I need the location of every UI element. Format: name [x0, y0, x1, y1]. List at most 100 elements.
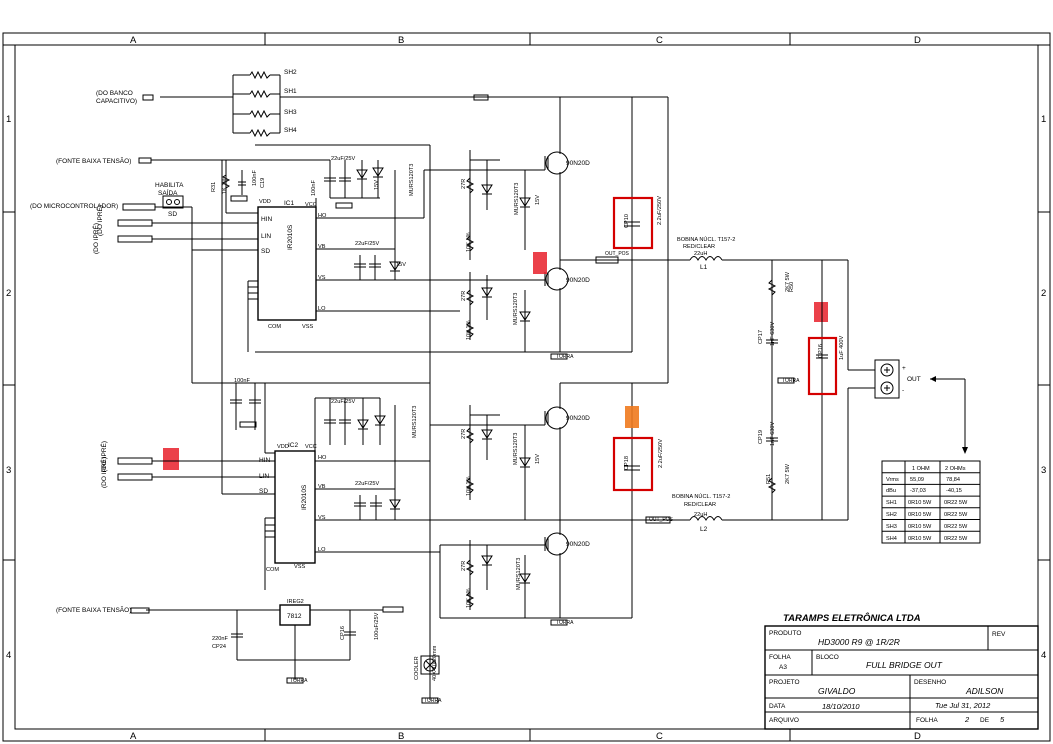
cp10-value: 2.2uF/250V: [657, 196, 663, 225]
tb-sheet-num: 2: [964, 715, 970, 724]
table-cell: 0R10 5W: [908, 536, 932, 542]
cp17-ref: CP17: [758, 330, 764, 344]
ic2-pin-vs: VS: [318, 515, 326, 521]
do-ipre-label-1: (DO IPRÉ): [95, 205, 104, 236]
bobina-2-label: BOBINA NÚCL. T157-2: [672, 493, 730, 500]
torra-tag-1: TORRA: [556, 354, 574, 360]
cp19-ref: CP19: [758, 430, 764, 444]
micro-label: (DO MICROCONTROLADOR): [30, 203, 118, 210]
company-name: TARAMPS ELETRÔNICA LTDA: [783, 612, 921, 624]
row-label-2-right: 2: [1041, 288, 1046, 299]
r31-label: R31: [211, 182, 217, 192]
shunt-sh1: SH1: [284, 88, 297, 95]
banco-label-2: CAPACITIVO): [96, 98, 137, 105]
ireg2-part: 7812: [287, 613, 302, 620]
ic1-block: [191, 198, 460, 352]
table-cell: 78,84: [946, 477, 960, 483]
ic1-pin-com: COM: [268, 324, 281, 330]
ic2-pin-ho: HO: [318, 455, 327, 461]
ic2-part: IR2010S: [301, 484, 308, 510]
title-block-frame: [764, 625, 1039, 730]
table-cell: 0R22 5W: [944, 524, 968, 530]
ic1-dz-a: 15V: [374, 180, 380, 190]
r50-value: 2K7 5W: [785, 271, 791, 292]
power-stage: [255, 96, 680, 655]
tb-folha-size: A3: [779, 664, 787, 671]
row-label-4: 4: [6, 650, 11, 661]
tb-data-value: 18/10/2010: [822, 702, 860, 711]
output-filter: [680, 256, 968, 522]
ic1-pin-hin: HIN: [261, 216, 273, 223]
table-cell: SH1: [886, 500, 897, 506]
tb-bloco-value: FULL BRIDGE OUT: [866, 660, 943, 670]
cp16-value: 1uF 400V: [839, 335, 845, 360]
torra-tag-2: TORRA: [556, 620, 574, 626]
marker-red-1: [533, 252, 547, 274]
table-cell: 0R22 5W: [944, 512, 968, 518]
tb-desenho-value: ADILSON: [965, 686, 1004, 696]
table-cell: 0R22 5W: [944, 500, 968, 506]
mur-q3: MURS120T3: [513, 433, 519, 465]
torra-tag-3: TORRA: [782, 378, 800, 384]
col-label-c-bottom: C: [656, 731, 663, 742]
table-cell: SH2: [886, 512, 897, 518]
ic1-ref: IC1: [284, 200, 295, 207]
tb-print-date: Tue Jul 31, 2012: [935, 701, 991, 710]
cp18-highlight: [612, 436, 654, 492]
tb-desenho-label: DESENHO: [914, 679, 946, 686]
ic2-pin-sd: SD: [259, 488, 268, 495]
r-27r-q3: 27R: [461, 429, 467, 439]
col-label-a-bottom: A: [130, 731, 137, 742]
ic2-cap-100nf: 100nF: [234, 378, 250, 384]
ic1-pin-vdd: VDD: [259, 199, 271, 205]
row-label-2: 2: [6, 288, 11, 299]
row-label-3: 3: [6, 465, 11, 476]
table-header-1ohm: 1 OHM: [912, 466, 930, 472]
tb-projeto-value: GIVALDO: [818, 686, 856, 696]
table-cell: -40,15: [946, 488, 962, 494]
table-cell: 0R10 5W: [908, 500, 932, 506]
sheet-frame: [2, 32, 1051, 742]
bobina-1-label: BOBINA NÚCL. T157-2: [677, 236, 735, 243]
do-ipre-label-2: (DO IPRÉ): [91, 223, 100, 254]
mur-q4: MURS120T3: [516, 558, 522, 590]
ic2-ref: IC2: [288, 442, 299, 449]
dz-q1: 15V: [535, 195, 541, 205]
cp18-value: 2.2uF/250V: [658, 439, 664, 468]
cp18-label: CP18: [624, 456, 630, 470]
tb-rev-label: REV: [992, 631, 1006, 638]
table-cell: Vrms: [886, 477, 899, 483]
row-label-1-right: 1: [1041, 114, 1046, 125]
torra-tag-5: TORRA: [424, 698, 442, 704]
r31-value: 1K 1%: [222, 177, 228, 194]
r-27r-q4: 27R: [461, 561, 467, 571]
tb-produto-label: PRODUTO: [769, 630, 801, 637]
do-ipre-label-3: (DO IPRÉ): [99, 441, 108, 472]
ic1-pin-vb: VB: [318, 244, 326, 250]
q1-part: 90N20D: [566, 160, 590, 167]
dz-q3: 15V: [535, 454, 541, 464]
ic1-pin-lo: LO: [318, 306, 326, 312]
col-label-d: D: [914, 35, 921, 46]
cooler-label-2: 40X40X20mm: [432, 645, 438, 681]
marker-red-2: [814, 302, 828, 322]
cp16-highlight: [807, 336, 838, 396]
ic2-cap-22uf-a: 22uF/25V: [331, 399, 356, 405]
table-cell: dBu: [886, 488, 896, 494]
ic1-part: IR2010S: [287, 224, 294, 250]
mur-q2: MURS120T3: [513, 293, 519, 325]
r-27r-q1: 27R: [461, 179, 467, 189]
out-plus: +: [902, 365, 906, 372]
l2-ref: L2: [700, 526, 708, 533]
out-net-top: OUT_POS: [605, 251, 630, 257]
out-minus: -: [902, 387, 904, 394]
ic2-cap-22uf-b: 22uF/25V: [355, 481, 380, 487]
spec-table: [881, 460, 981, 544]
ic1-pin-vcc: VCC: [305, 202, 317, 208]
ic2-pin-vss: VSS: [294, 564, 305, 570]
ic2-pin-hin: HIN: [259, 457, 271, 464]
cp16b-value: 100uF/25V: [374, 612, 380, 640]
shunt-bank: [142, 70, 668, 138]
r51-value: 2K7 5W: [785, 463, 791, 484]
